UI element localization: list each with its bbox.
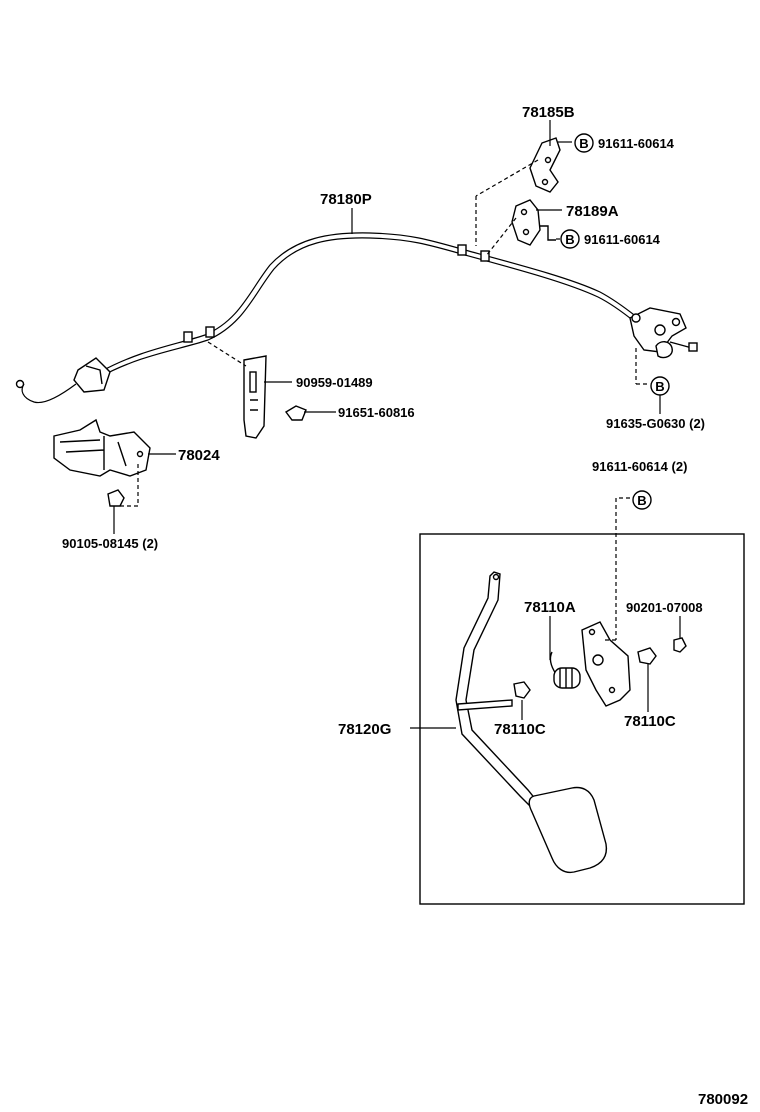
pedal-bracket-shape: [581, 621, 631, 707]
label-78110c-left: 78110C: [494, 721, 546, 738]
label-78110a: 78110A: [524, 599, 576, 616]
svg-text:B: B: [655, 379, 664, 394]
cable-clamp-shape: [243, 355, 267, 439]
label-91611-60614-box: 91611-60614 (2): [592, 459, 687, 474]
bolt-90105-shape: [107, 489, 125, 507]
bushing-left-shape: [513, 681, 531, 699]
label-90105-08145: 90105-08145 (2): [62, 536, 158, 551]
label-78120g: 78120G: [338, 721, 391, 738]
bushing-right-shape: [637, 647, 657, 665]
svg-text:B: B: [579, 136, 588, 151]
leader-lines: [113, 120, 681, 729]
label-78185b: 78185B: [522, 104, 575, 121]
diagram-id: 780092: [698, 1091, 748, 1108]
screw-91651-shape: [284, 405, 307, 421]
pedal-assembly-box: [419, 533, 745, 905]
washer-shape: [673, 637, 687, 653]
callout-b-box: B: [632, 490, 652, 510]
label-91651-60816: 91651-60816: [338, 405, 415, 420]
spring-shape: [549, 651, 581, 689]
label-90959-01489: 90959-01489: [296, 375, 373, 390]
label-78110c-right: 78110C: [624, 713, 676, 730]
label-78024: 78024: [178, 447, 220, 464]
label-91635-g0630: 91635-G0630 (2): [606, 416, 705, 431]
accelerator-cable: [15, 232, 698, 404]
callout-b-top: B: [574, 133, 594, 153]
label-90201-07008: 90201-07008: [626, 600, 703, 615]
label-91611-60614-top: 91611-60614: [598, 136, 675, 151]
bracket-78024-shape: [53, 418, 151, 477]
callout-b-right: B: [650, 376, 670, 396]
label-78189a: 78189A: [566, 203, 619, 220]
pedal-arm-shape: [455, 571, 608, 874]
bracket-78189a-shape: [511, 199, 556, 246]
label-91611-60614-mid: 91611-60614: [584, 232, 661, 247]
bracket-78185b-shape: [529, 137, 561, 193]
label-78180p: 78180P: [320, 191, 372, 208]
svg-text:B: B: [637, 493, 646, 508]
svg-text:B: B: [565, 232, 574, 247]
callout-b-mid: B: [560, 229, 580, 249]
